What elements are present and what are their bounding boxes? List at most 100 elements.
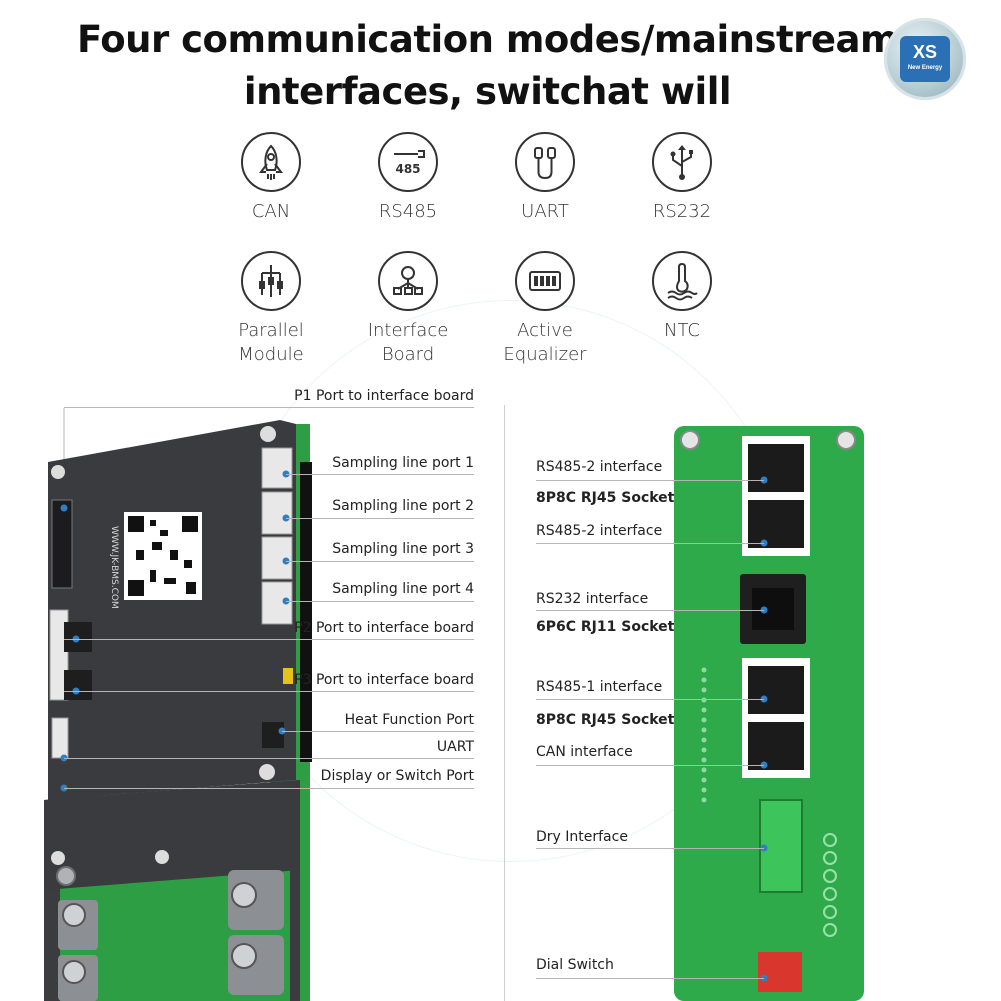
callout-8p8c-rj45-socket-top: 8P8C RJ45 Socket: [536, 490, 675, 506]
via: [701, 797, 707, 803]
feature-ntc: NTC: [612, 251, 752, 343]
bms-board: WWW.JK-BMS.COM: [44, 408, 312, 1001]
callout-rule: [286, 518, 474, 519]
callout-rule: [64, 691, 474, 692]
uart-cable-icon: [515, 132, 575, 192]
feature-uart: UART: [475, 132, 615, 224]
battery-equalizer-icon: [515, 251, 575, 311]
callout-sampling-port-3: Sampling line port 3: [332, 541, 474, 557]
via: [701, 727, 707, 733]
callout-sampling-port-4: Sampling line port 4: [332, 581, 474, 597]
callout-rule: [536, 480, 764, 481]
via: [701, 787, 707, 793]
thermometer-icon: [652, 251, 712, 311]
brand-logo-subtext: New Energy: [907, 65, 943, 71]
rs485-connector-icon: 485: [378, 132, 438, 192]
callout-rs485-2-interface-bottom: RS485-2 interface: [536, 523, 663, 539]
via: [701, 767, 707, 773]
feature-parallel-module: Parallel Module: [201, 251, 341, 367]
feature-can: CAN: [201, 132, 341, 224]
feature-label: NTC: [664, 320, 700, 341]
via: [701, 717, 707, 723]
callout-rule: [536, 765, 764, 766]
callout-8p8c-rj45-socket-bottom: 8P8C RJ45 Socket: [536, 712, 675, 728]
feature-label: RS232: [652, 201, 712, 222]
callout-rule: [286, 474, 474, 475]
callout-rule: [64, 407, 474, 408]
callout-rule: [64, 758, 474, 759]
callout-rs232-interface: RS232 interface: [536, 591, 649, 607]
feature-interface-board: Interface Board: [338, 251, 478, 367]
callout-rule: [536, 699, 764, 700]
callout-heat-function-port: Heat Function Port: [344, 712, 474, 728]
callout-p3-port: P3 Port to interface board: [294, 672, 474, 688]
via: [701, 707, 707, 713]
callout-p1-port: P1 Port to interface board: [294, 388, 474, 404]
feature-label: UART: [521, 201, 569, 222]
callout-dot: [60, 504, 68, 512]
callout-display-switch-port: Display or Switch Port: [320, 768, 474, 784]
feature-label-line1: Active: [517, 320, 573, 341]
via: [701, 667, 707, 673]
terminal-pad: [823, 887, 837, 901]
via: [701, 687, 707, 693]
callout-rs485-2-interface-top: RS485-2 interface: [536, 459, 663, 475]
brand-logo-text: XS: [912, 42, 937, 62]
callout-dot: [760, 539, 768, 547]
via: [701, 757, 707, 763]
via: [701, 737, 707, 743]
callout-rule: [536, 978, 764, 979]
title-line-1: Four communication modes/mainstream: [76, 18, 899, 61]
rocket-icon: [241, 132, 301, 192]
terminal-pad: [823, 851, 837, 865]
callout-sampling-port-2: Sampling line port 2: [332, 498, 474, 514]
callout-rule: [536, 610, 764, 611]
callout-dial-switch: Dial Switch: [536, 957, 614, 973]
feature-label: Parallel Module: [201, 319, 341, 367]
feature-label: Active Equalizer: [475, 319, 615, 367]
callout-rule: [286, 601, 474, 602]
callout-dot: [760, 606, 768, 614]
callout-sampling-port-1: Sampling line port 1: [332, 455, 474, 471]
brand-logo: XS New Energy: [884, 18, 966, 100]
parallel-module-icon: [241, 251, 301, 311]
callout-rule: [286, 561, 474, 562]
callout-rule: [536, 543, 764, 544]
board-url-text: WWW.JK-BMS.COM: [109, 526, 119, 609]
center-divider: [504, 405, 505, 1001]
callout-rule: [282, 731, 474, 732]
callout-can-interface: CAN interface: [536, 744, 633, 760]
callout-dry-interface: Dry Interface: [536, 829, 628, 845]
feature-rs485: 485 RS485: [338, 132, 478, 224]
terminal-pad: [823, 923, 837, 937]
via: [701, 677, 707, 683]
feature-label-line1: Parallel: [238, 320, 304, 341]
callout-rule: [536, 848, 764, 849]
rs485-badge: 485: [395, 162, 420, 176]
feature-label-line2: Equalizer: [503, 344, 587, 365]
callout-dot: [760, 695, 768, 703]
feature-rs232: RS232: [612, 132, 752, 224]
callout-p2-port: P2 Port to interface board: [294, 620, 474, 636]
feature-label: Interface Board: [338, 319, 478, 367]
feature-active-equalizer: Active Equalizer: [475, 251, 615, 367]
callout-dot: [760, 974, 768, 982]
brand-logo-mark: XS New Energy: [900, 36, 950, 82]
usb-icon: [652, 132, 712, 192]
title-line-2: interfaces, switchat will: [243, 70, 732, 113]
terminal-pad: [823, 833, 837, 847]
feature-label-line2: Board: [381, 344, 435, 365]
via: [701, 747, 707, 753]
feature-label: CAN: [251, 201, 291, 222]
via: [701, 777, 707, 783]
callout-uart: UART: [436, 739, 474, 755]
callout-rs485-1-interface: RS485-1 interface: [536, 679, 663, 695]
callout-rule: [64, 639, 474, 640]
via: [701, 697, 707, 703]
interface-board-icon: [378, 251, 438, 311]
feature-label: RS485: [378, 201, 438, 222]
callout-dot: [760, 761, 768, 769]
interface-board: [674, 426, 864, 1001]
callout-dot: [760, 844, 768, 852]
feature-label-line2: Module: [238, 344, 304, 365]
